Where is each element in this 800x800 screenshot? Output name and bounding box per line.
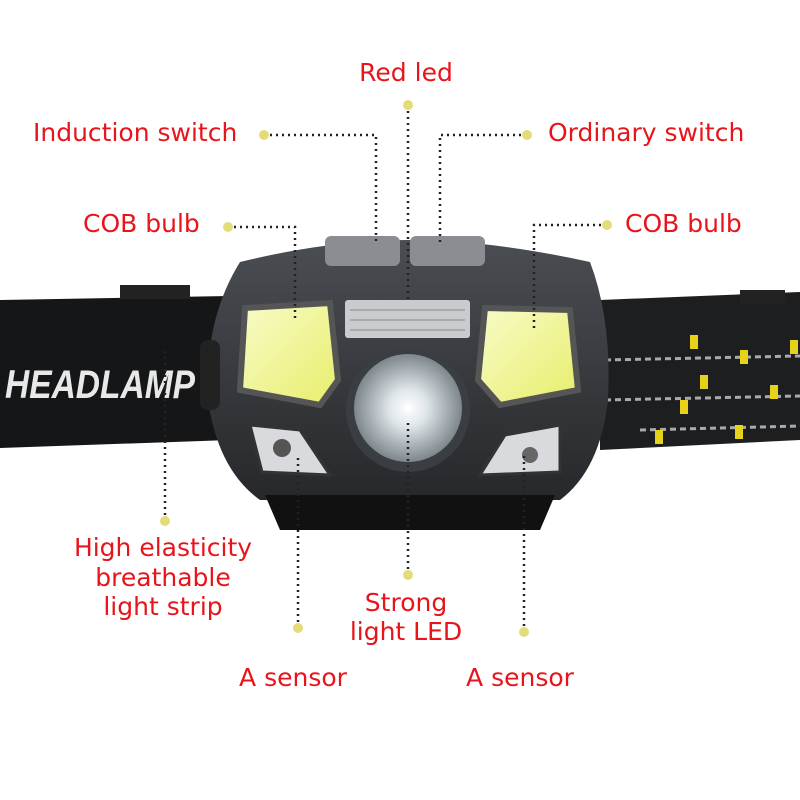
elastic-strap: HEADLAMP xyxy=(0,285,800,450)
strong-light-led xyxy=(354,354,462,462)
label-strip-line1: High elasticity xyxy=(73,533,253,562)
label-induction-switch: Induction switch xyxy=(33,118,238,147)
sensor-right xyxy=(477,423,562,477)
label-ordinary-switch: Ordinary switch xyxy=(548,118,745,147)
label-cob-bulb-right: COB bulb xyxy=(625,209,742,238)
label-strip-line2: breathable xyxy=(95,563,231,592)
label-strong-line2: light LED xyxy=(349,617,463,646)
cob-bulb-right xyxy=(474,304,582,409)
ordinary-switch xyxy=(410,236,485,266)
red-led-window xyxy=(345,300,470,338)
label-strip-line3: light strip xyxy=(103,592,223,621)
label-cob-bulb-left: COB bulb xyxy=(83,209,200,238)
strap-logo-text: HEADLAMP xyxy=(5,363,195,407)
callout-dots xyxy=(160,100,612,637)
label-red-led: Red led xyxy=(359,58,453,87)
cob-bulb-left xyxy=(236,299,342,409)
induction-switch xyxy=(325,236,400,266)
label-sensor-right: A sensor xyxy=(466,663,574,692)
headlamp-body xyxy=(200,236,609,530)
leader-lines xyxy=(163,111,601,626)
label-strong-line1: Strong xyxy=(364,588,448,617)
label-sensor-left: A sensor xyxy=(239,663,347,692)
